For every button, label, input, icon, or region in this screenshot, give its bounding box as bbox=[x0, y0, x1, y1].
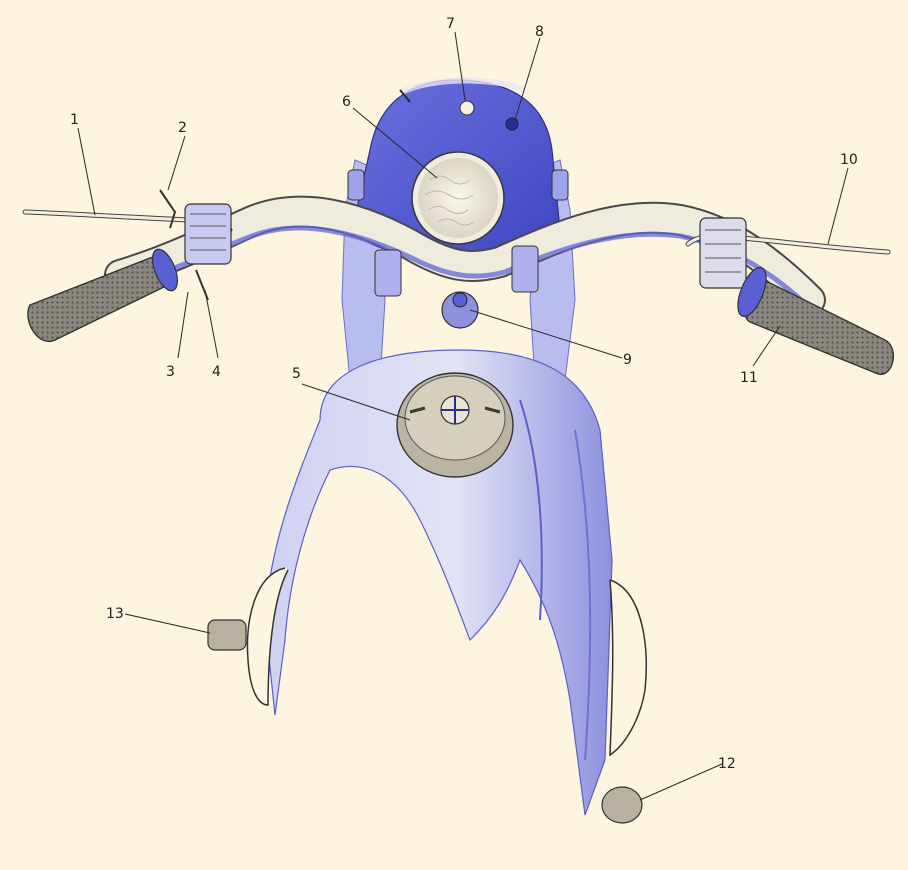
callout-5: 5 bbox=[292, 366, 301, 382]
indicator-lamp-8 bbox=[506, 118, 518, 130]
callout-13: 13 bbox=[106, 606, 124, 622]
callout-9: 9 bbox=[623, 352, 632, 368]
steering-damper-knob bbox=[442, 292, 478, 328]
right-knee-pad bbox=[610, 580, 646, 755]
left-footrest bbox=[208, 620, 246, 650]
callout-3: 3 bbox=[166, 364, 175, 380]
callout-8: 8 bbox=[535, 24, 544, 40]
left-grip bbox=[28, 246, 183, 342]
callout-4: 4 bbox=[212, 364, 221, 380]
callout-1: 1 bbox=[70, 112, 79, 128]
callout-10: 10 bbox=[840, 152, 858, 168]
callout-7: 7 bbox=[446, 16, 455, 32]
right-controls bbox=[700, 218, 746, 288]
fuel-cap bbox=[397, 373, 513, 477]
callout-6: 6 bbox=[342, 94, 351, 110]
callout-2: 2 bbox=[178, 120, 187, 136]
callout-11: 11 bbox=[740, 370, 758, 386]
indicator-lamp-7 bbox=[460, 101, 474, 115]
callout-12: 12 bbox=[718, 756, 736, 772]
right-footrest bbox=[602, 787, 642, 823]
headlamp-lens bbox=[412, 152, 504, 244]
